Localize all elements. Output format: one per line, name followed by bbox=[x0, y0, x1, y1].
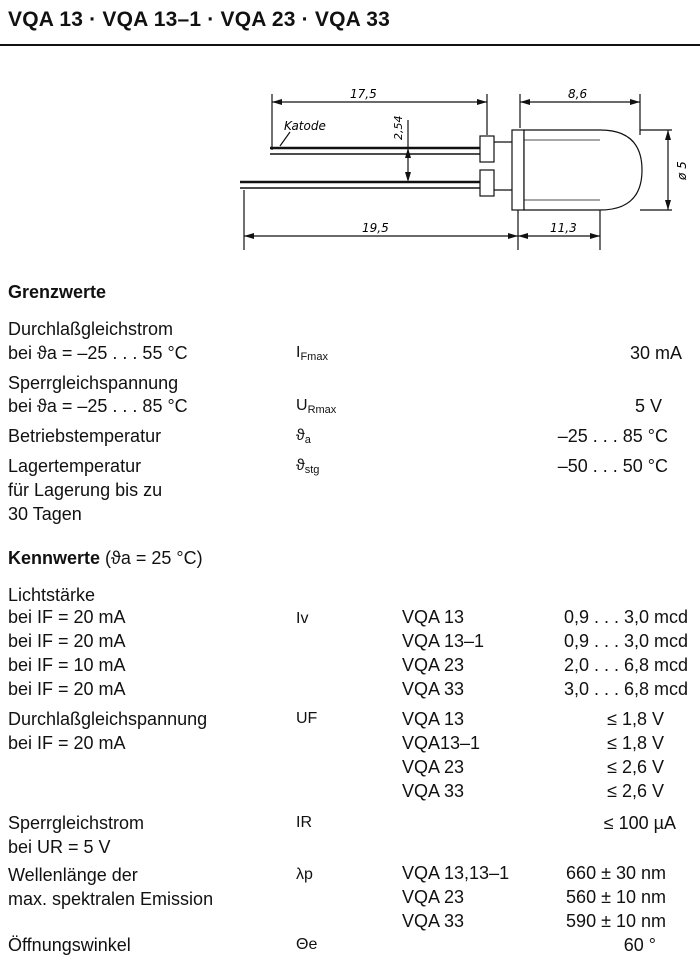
wellenlaenge-symbol: λp bbox=[296, 866, 313, 883]
row-symbol: U bbox=[296, 397, 308, 414]
row-condition: bei IF = 20 mA bbox=[8, 631, 126, 651]
row-value: ≤ 2,6 V bbox=[607, 781, 664, 801]
row-symbol-sub: Fmax bbox=[300, 351, 328, 363]
row-type: VQA 33 bbox=[402, 781, 465, 801]
row-value: ≤ 1,8 V bbox=[607, 733, 664, 753]
oeffnung-symbol: Θe bbox=[296, 936, 318, 953]
row-condition: bei IF = 20 mA bbox=[8, 607, 126, 627]
row-type: VQA13–1 bbox=[402, 733, 481, 753]
oeffnung-label: Öffnungswinkel bbox=[8, 935, 131, 955]
sperrstrom-label: Sperrgleichstrom bbox=[8, 813, 145, 833]
row-value: –25 . . . 85 °C bbox=[557, 426, 668, 446]
title-rule bbox=[0, 44, 700, 46]
kennwerte-heading: Kennwerte bbox=[8, 548, 101, 568]
oeffnung-value: 60 ° bbox=[623, 935, 656, 955]
row-label: Betriebstemperatur bbox=[8, 426, 162, 446]
row-symbol: ϑ bbox=[296, 427, 305, 444]
row-value: 5 V bbox=[634, 396, 662, 416]
row-value: ≤ 2,6 V bbox=[607, 757, 664, 777]
row-type: VQA 23 bbox=[402, 757, 465, 777]
row-symbol: ϑ bbox=[296, 457, 305, 474]
row-symbol-sub: a bbox=[304, 434, 311, 446]
dim-top-left: 17,5 bbox=[350, 87, 377, 101]
row-condition: bei IF = 20 mA bbox=[8, 679, 126, 699]
durchlass-condition: bei IF = 20 mA bbox=[8, 733, 126, 753]
sperrstrom-value: ≤ 100 µA bbox=[603, 813, 676, 833]
row-type: VQA 33 bbox=[402, 679, 465, 699]
dimension-drawing: 17,5 8,6 2,54 ø 5 19,5 11,3 Katode bbox=[240, 87, 689, 250]
page-title: VQA 13 · VQA 13–1 · VQA 23 · VQA 33 bbox=[8, 8, 391, 31]
kennwerte-condition: (ϑa = 25 °C) bbox=[105, 548, 203, 568]
wellenlaenge-label: Wellenlänge der bbox=[8, 865, 138, 885]
row-value: 2,0 . . . 6,8 mcd bbox=[563, 655, 688, 675]
wellenlaenge-label-2: max. spektralen Emission bbox=[8, 889, 214, 909]
row-value: ≤ 1,8 V bbox=[607, 709, 664, 729]
row-type: VQA 13,13–1 bbox=[402, 863, 510, 883]
row-type: VQA 13 bbox=[402, 607, 465, 627]
lichtstaerke-label: Lichtstärke bbox=[8, 585, 96, 605]
row-type: VQA 33 bbox=[402, 911, 465, 931]
row-value: 30 mA bbox=[629, 343, 682, 363]
row-type: VQA 13–1 bbox=[402, 631, 485, 651]
dim-bottom-left: 19,5 bbox=[362, 221, 389, 235]
row-symbol-sub: Rmax bbox=[307, 404, 337, 416]
row-label: Sperrgleichspannung bbox=[8, 373, 179, 393]
dim-diameter: ø 5 bbox=[675, 161, 689, 181]
row-value: 560 ± 10 nm bbox=[566, 887, 666, 907]
sperrstrom-symbol: IR bbox=[296, 814, 312, 831]
row-condition: für Lagerung bis zu bbox=[8, 480, 163, 500]
dim-bottom-right: 11,3 bbox=[550, 221, 577, 235]
dim-pitch: 2,54 bbox=[392, 116, 405, 141]
row-value: 3,0 . . . 6,8 mcd bbox=[563, 679, 688, 699]
row-value: 0,9 . . . 3,0 mcd bbox=[563, 607, 688, 627]
row-label: Durchlaßgleichstrom bbox=[8, 319, 174, 339]
durchlass-symbol: UF bbox=[296, 710, 318, 727]
row-label: Lagertemperatur bbox=[8, 456, 142, 476]
row-type: VQA 23 bbox=[402, 655, 465, 675]
row-condition: bei ϑa = –25 . . . 55 °C bbox=[8, 343, 188, 363]
durchlass-label: Durchlaßgleichspannung bbox=[8, 709, 208, 729]
lichtstaerke-symbol: Iv bbox=[296, 610, 309, 627]
row-symbol: I bbox=[296, 344, 301, 361]
row-value: 660 ± 30 nm bbox=[566, 863, 666, 883]
label-katode: Katode bbox=[284, 119, 326, 133]
grenzwerte-heading: Grenzwerte bbox=[8, 282, 107, 302]
row-symbol-sub: stg bbox=[304, 464, 320, 476]
row-type: VQA 23 bbox=[402, 887, 465, 907]
row-value: –50 . . . 50 °C bbox=[557, 456, 668, 476]
row-value: 0,9 . . . 3,0 mcd bbox=[563, 631, 688, 651]
sperrstrom-condition: bei UR = 5 V bbox=[8, 837, 111, 857]
row-type: VQA 13 bbox=[402, 709, 465, 729]
row-condition: 30 Tagen bbox=[8, 504, 82, 524]
row-condition: bei ϑa = –25 . . . 85 °C bbox=[8, 396, 188, 416]
row-value: 590 ± 10 nm bbox=[566, 911, 666, 931]
row-condition: bei IF = 10 mA bbox=[8, 655, 126, 675]
dim-top-right: 8,6 bbox=[568, 87, 587, 101]
